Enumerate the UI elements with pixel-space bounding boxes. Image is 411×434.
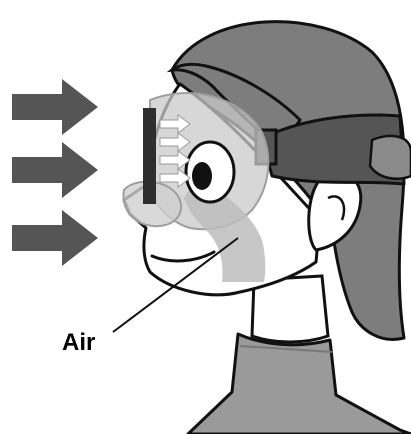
air-label: Air <box>62 329 95 356</box>
incoming-air-arrows <box>12 79 98 266</box>
shirt <box>188 334 411 434</box>
mask-front-bar <box>143 108 156 204</box>
eye <box>186 142 234 202</box>
mask-band-pad <box>370 136 411 179</box>
incoming-air-arrow <box>12 210 98 266</box>
incoming-air-arrow <box>12 79 98 135</box>
incoming-air-arrow <box>12 142 98 198</box>
